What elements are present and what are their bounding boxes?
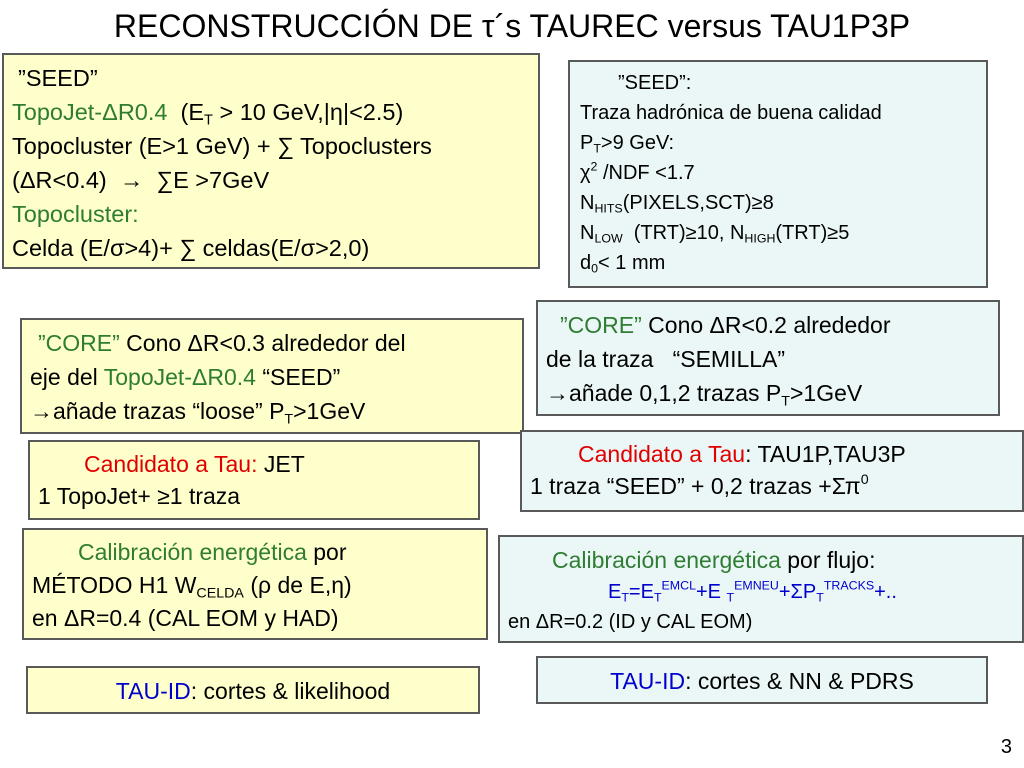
right-core-box: ”CORE” Cono ΔR<0.2 alrededor de la traza… — [536, 300, 1000, 416]
arrow-icon: → — [30, 398, 53, 424]
left-core-box: ”CORE” Cono ΔR<0.3 alrededor del eje del… — [20, 318, 524, 434]
calib-line-2: MÉTODO H1 WCELDA (ρ de E,η) — [32, 572, 352, 602]
cell-line: Celda (E/σ>4)+ ∑ celdas(E/σ>2,0) — [12, 235, 370, 261]
left-tauid-box: TAU-ID: cortes & likelihood — [26, 666, 480, 714]
track-quality-line: Traza hadrónica de buena calidad — [580, 102, 882, 124]
arrow-icon: → — [546, 380, 569, 406]
core-line-2: eje del TopoJet-ΔR0.4 “SEED” — [30, 364, 341, 390]
candidate-line-1: Candidato a Tau: JET — [84, 451, 305, 477]
arrow-icon: → — [119, 167, 144, 193]
trt-line: NLOW (TRT)≥10, NHIGH(TRT)≥5 — [580, 222, 850, 246]
calib-line-3-right: en ΔR=0.2 (ID y CAL EOM) — [508, 611, 753, 633]
sum-energy-line: (ΔR<0.4) → ∑E >7GeV — [12, 167, 270, 193]
d0-line: d0< 1 mm — [580, 252, 666, 276]
core-line-3: →añade trazas “loose” PT>1GeV — [30, 398, 366, 428]
flow-formula: ET=ETEMCL+E TEMNEU+ΣPTTRACKS+.. — [608, 578, 897, 605]
calib-line-3: en ΔR=0.4 (CAL EOM y HAD) — [32, 605, 339, 631]
candidate-line-2: 1 TopoJet+ ≥1 traza — [38, 483, 241, 509]
left-calibration-box: Calibración energética por MÉTODO H1 WCE… — [22, 528, 488, 640]
left-candidate-box: Candidato a Tau: JET 1 TopoJet+ ≥1 traza — [28, 440, 480, 520]
seed-heading-right: ”SEED”: — [618, 72, 692, 94]
core-line-3-right: →añade 0,1,2 trazas PT>1GeV — [546, 380, 863, 410]
core-label-right: ”CORE” — [560, 312, 642, 338]
calib-line-1-right: Calibración energética por flujo: — [552, 547, 876, 573]
tauid-label: TAU-ID — [115, 678, 191, 704]
right-candidate-box: Candidato a Tau: TAU1P,TAU3P 1 traza “SE… — [520, 430, 1024, 512]
candidate-line-2-right: 1 traza “SEED” + 0,2 trazas +Σπ0 — [530, 472, 869, 499]
core-label: ”CORE” — [38, 330, 120, 356]
chi2-line: χ2 /NDF <1.7 — [580, 159, 695, 184]
nhits-line: NHITS(PIXELS,SCT)≥8 — [580, 192, 774, 216]
right-calibration-box: Calibración energética por flujo: ET=ETE… — [498, 535, 1024, 643]
core-line-1-right: ”CORE” Cono ΔR<0.2 alrededor — [560, 312, 891, 338]
calib-line-1: Calibración energética por — [78, 539, 347, 565]
tauid-label-right: TAU-ID — [610, 668, 686, 694]
topojet-label: TopoJet-ΔR0.4 — [12, 99, 168, 125]
seed-jet-line: TopoJet-ΔR0.4 (ET > 10 GeV,|η|<2.5) — [12, 99, 404, 129]
core-line-1: ”CORE” Cono ΔR<0.3 alrededor del — [38, 330, 406, 356]
page-number: 3 — [1000, 736, 1012, 758]
core-line-2-right: de la traza “SEMILLA” — [546, 346, 786, 372]
right-seed-box: ”SEED”: Traza hadrónica de buena calidad… — [568, 60, 988, 288]
topocluster-heading: Topocluster: — [12, 201, 139, 227]
right-tauid-box: TAU-ID: cortes & NN & PDRS — [536, 656, 988, 704]
topocluster-line: Topocluster (E>1 GeV) + ∑ Topoclusters — [12, 133, 432, 159]
candidate-line-1-right: Candidato a Tau: TAU1P,TAU3P — [578, 441, 906, 467]
left-seed-box: ”SEED” TopoJet-ΔR0.4 (ET > 10 GeV,|η|<2.… — [2, 53, 540, 269]
seed-heading: ”SEED” — [18, 65, 98, 91]
page-title: RECONSTRUCCIÓN DE τ´s TAUREC versus TAU1… — [113, 8, 911, 44]
pt-line: PT>9 GeV: — [580, 132, 675, 156]
